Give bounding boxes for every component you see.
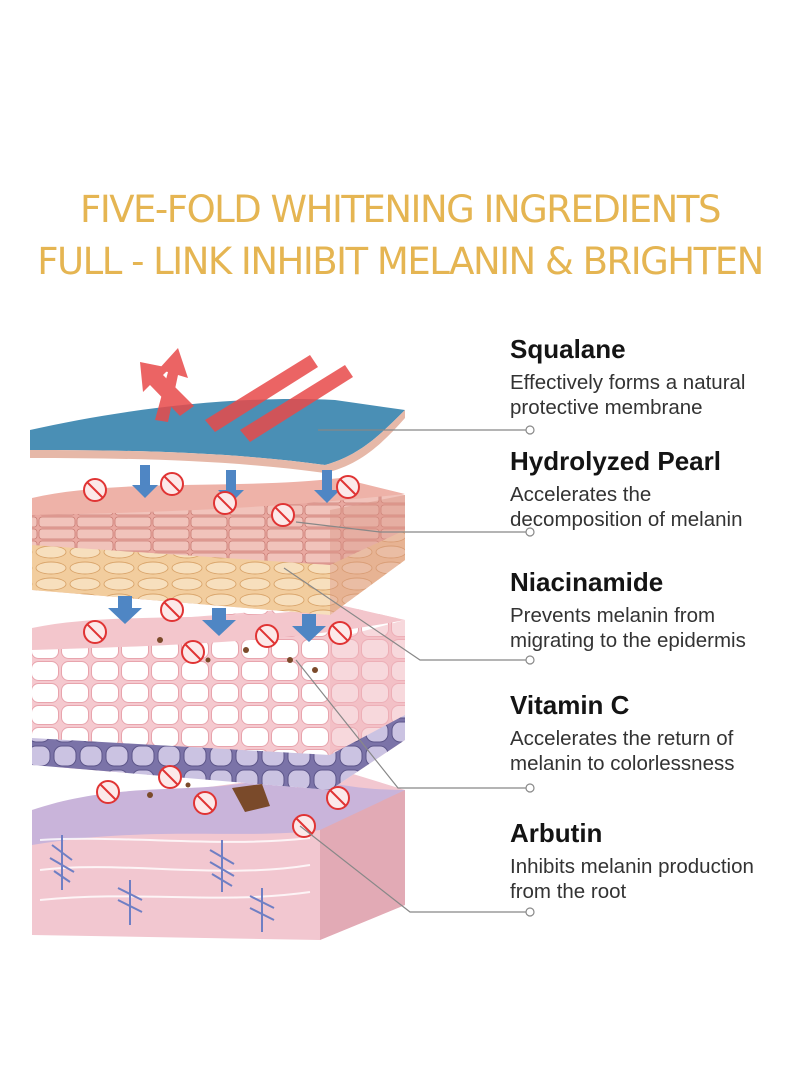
hair-follicle-icon (49, 835, 275, 932)
ingredient-name: Squalane (510, 334, 626, 364)
ingredient-squalane: Squalane Effectively forms a natural pro… (510, 334, 800, 420)
ingredient-desc: Effectively forms a natural protective m… (510, 371, 746, 419)
ingredient-name: Niacinamide (510, 567, 664, 597)
ingredient-desc: Prevents melanin from migrating to the e… (510, 604, 746, 652)
title-line-2: FULL - LINK INHIBIT MELANIN & BRIGHTEN (37, 240, 764, 283)
ingredient-desc: Accelerates the decomposition of melanin (510, 483, 743, 531)
ingredient-desc: Accelerates the return of melanin to col… (510, 727, 735, 775)
reflection-arrow-icon (140, 348, 353, 442)
epidermis-cells-layer (32, 605, 405, 790)
leader-lines (283, 429, 528, 913)
protective-membrane-layer (30, 399, 405, 473)
ingredient-arbutin: Arbutin Inhibits melanin production from… (510, 818, 800, 904)
ingredient-name: Hydrolyzed Pearl (510, 446, 721, 476)
ingredient-niacinamide: Niacinamide Prevents melanin from migrat… (510, 567, 800, 653)
ingredient-hydrolyzed-pearl: Hydrolyzed Pearl Accelerates the decompo… (510, 446, 800, 532)
ingredient-name: Vitamin C (510, 690, 630, 720)
dermis-layer (32, 770, 405, 940)
title-line-1: FIVE-FOLD WHITENING INGREDIENTS (80, 188, 721, 231)
ingredient-desc: Inhibits melanin production from the roo… (510, 855, 754, 903)
ingredient-vitamin-c: Vitamin C Accelerates the return of mela… (510, 690, 800, 776)
melanin-granules-icon (147, 637, 318, 812)
leader-endpoint-icon (525, 425, 535, 917)
ingredient-name: Arbutin (510, 818, 603, 848)
